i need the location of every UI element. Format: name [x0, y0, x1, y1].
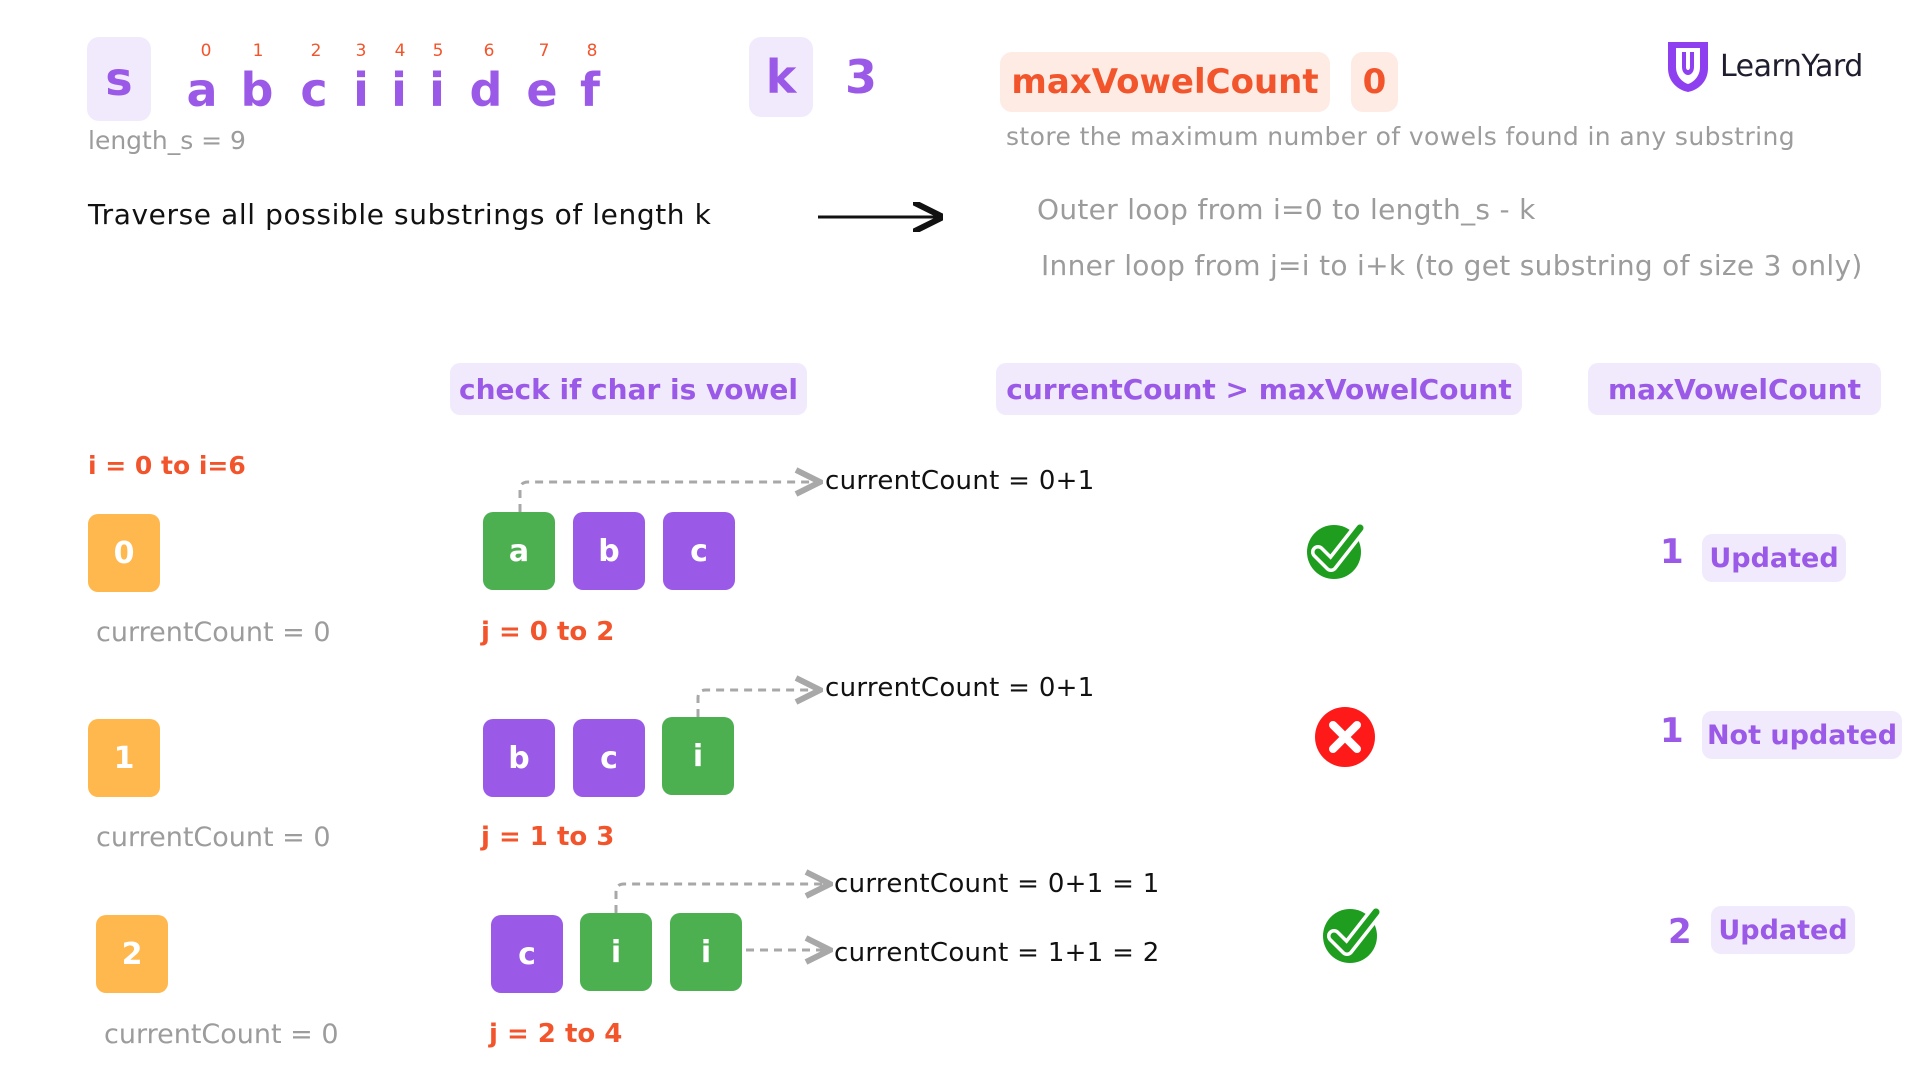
row-index-box: 0 — [88, 514, 160, 592]
current-count-initial: currentCount = 0 — [104, 1019, 339, 1050]
string-char: b — [240, 63, 274, 117]
logo: LearnYard — [1664, 38, 1879, 94]
row-index-box: 2 — [96, 915, 168, 993]
column-header-max: maxVowelCount — [1588, 363, 1881, 415]
substring-char: i — [670, 913, 742, 991]
count-note: currentCount = 0+1 — [825, 673, 1095, 703]
j-range-label: j = 0 to 2 — [481, 617, 615, 647]
string-char: a — [186, 63, 218, 117]
max-vowel-count-value: 0 — [1351, 52, 1398, 112]
string-index: 3 — [355, 41, 367, 61]
cross-icon — [1315, 707, 1375, 767]
check-icon — [1323, 905, 1383, 963]
string-index: 5 — [432, 41, 444, 61]
count-note: currentCount = 0+1 — [825, 466, 1095, 496]
connector-arrow — [614, 884, 830, 913]
string-index: 8 — [586, 41, 598, 61]
string-index: 4 — [394, 41, 406, 61]
substring-char: i — [580, 913, 652, 991]
k-label: k — [749, 37, 813, 117]
current-count-initial: currentCount = 0 — [96, 617, 331, 648]
string-char: d — [469, 63, 503, 117]
count-note: currentCount = 0+1 = 1 — [834, 869, 1160, 899]
column-header-check: check if char is vowel — [450, 363, 807, 415]
string-char: i — [391, 63, 407, 117]
max-vowel-count-label: maxVowelCount — [1000, 52, 1330, 112]
j-range-label: j = 1 to 3 — [481, 822, 615, 852]
status-badge: Updated — [1702, 534, 1846, 582]
check-icon — [1307, 521, 1367, 579]
count-note: currentCount = 1+1 = 2 — [834, 938, 1160, 968]
row-index-box: 1 — [88, 719, 160, 797]
string-char: i — [353, 63, 369, 117]
string-s-label: s — [87, 37, 151, 121]
string-char: c — [300, 63, 328, 117]
substring-char: b — [483, 719, 555, 797]
max-vowel-count-description: store the maximum number of vowels found… — [1006, 122, 1796, 151]
max-value: 2 — [1668, 912, 1692, 952]
substring-char: b — [573, 512, 645, 590]
substring-char: c — [491, 915, 563, 993]
string-index: 2 — [310, 41, 322, 61]
connector-arrow — [518, 482, 820, 512]
substring-char: c — [573, 719, 645, 797]
string-char: e — [526, 63, 558, 117]
string-index: 0 — [200, 41, 212, 61]
i-range-label: i = 0 to i=6 — [88, 451, 246, 480]
string-index: 6 — [483, 41, 495, 61]
string-char: f — [579, 63, 600, 117]
column-header-compare: currentCount > maxVowelCount — [996, 363, 1522, 415]
substring-char: a — [483, 512, 555, 590]
string-char: i — [429, 63, 445, 117]
learnyard-shield-icon — [1668, 42, 1708, 92]
max-value: 1 — [1660, 532, 1684, 572]
j-range-label: j = 2 to 4 — [489, 1019, 623, 1049]
string-index: 7 — [538, 41, 550, 61]
status-badge: Not updated — [1702, 711, 1902, 759]
length-label: length_s = 9 — [88, 126, 246, 155]
inner-loop-text: Inner loop from j=i to i+k (to get subst… — [1041, 249, 1863, 282]
substring-char: c — [663, 512, 735, 590]
k-value: 3 — [845, 50, 878, 104]
outer-loop-text: Outer loop from i=0 to length_s - k — [1037, 193, 1536, 226]
logo-text: LearnYard — [1720, 48, 1863, 84]
traverse-text: Traverse all possible substrings of leng… — [88, 198, 712, 231]
current-count-initial: currentCount = 0 — [96, 822, 331, 853]
substring-char: i — [662, 717, 734, 795]
status-badge: Updated — [1711, 906, 1855, 954]
string-index: 1 — [252, 41, 264, 61]
max-value: 1 — [1660, 711, 1684, 751]
connector-arrow — [696, 690, 820, 717]
